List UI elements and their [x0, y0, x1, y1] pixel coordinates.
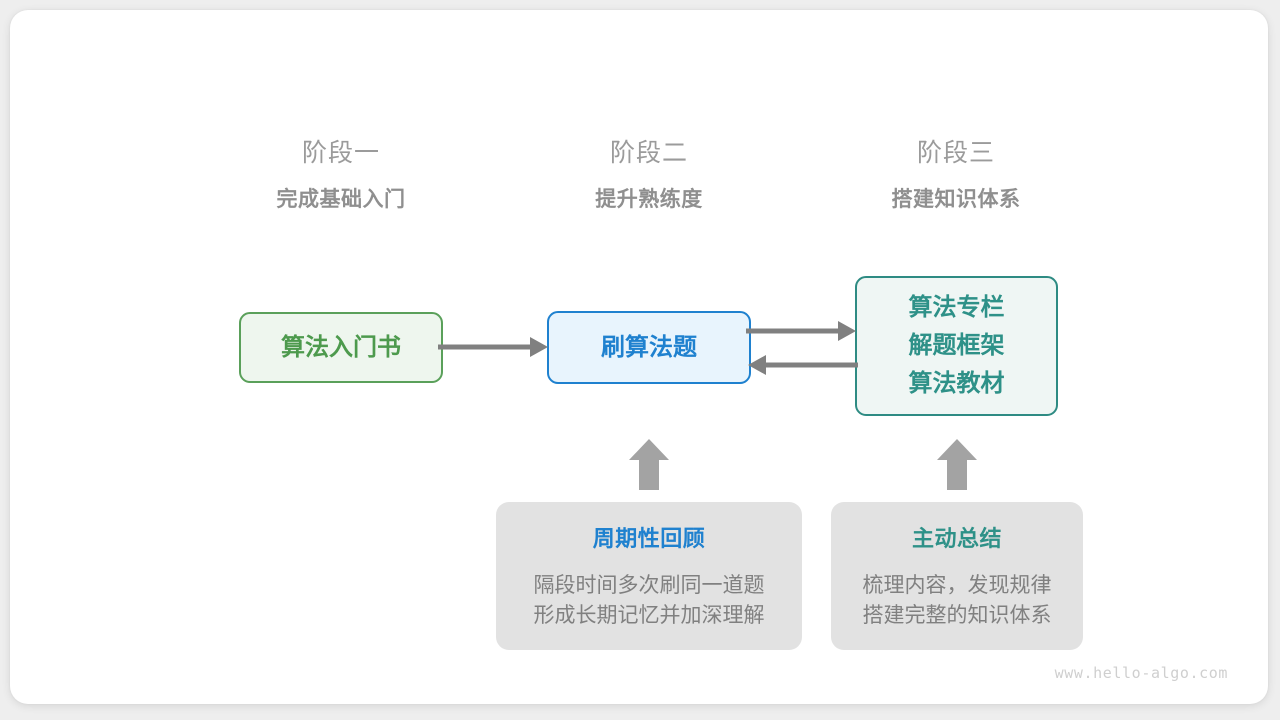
- diagram-card: 阶段一 完成基础入门 阶段二 提升熟练度 阶段三 搭建知识体系 算法入门书 刷算…: [10, 10, 1268, 704]
- tip-card-active-summary: 主动总结 梳理内容，发现规律 搭建完整的知识体系: [831, 502, 1083, 650]
- tip-card-periodic-review-body-line-2: 形成长期记忆并加深理解: [533, 604, 765, 627]
- stage-2-number: 阶段二: [609, 139, 688, 167]
- tip-card-periodic-review: 周期性回顾 隔段时间多次刷同一道题 形成长期记忆并加深理解: [496, 502, 802, 650]
- tip-card-periodic-review-body: 隔段时间多次刷同一道题 形成长期记忆并加深理解: [534, 571, 765, 631]
- flow-box-resources-line-3: 算法教材: [908, 370, 1005, 397]
- tip-card-active-summary-body-line-1: 梳理内容，发现规律: [862, 574, 1052, 597]
- flow-box-resources: 算法专栏 解题框架 算法教材: [855, 276, 1058, 416]
- flow-box-resources-line-1: 算法专栏: [908, 294, 1005, 321]
- tip-card-active-summary-title: 主动总结: [911, 526, 1002, 551]
- tip-card-periodic-review-body-line-1: 隔段时间多次刷同一道题: [533, 574, 765, 597]
- arrow-resources-to-practice-icon: [748, 355, 858, 375]
- flow-box-intro-book-label: 算法入门书: [281, 334, 401, 361]
- tip-card-periodic-review-title: 周期性回顾: [592, 526, 706, 551]
- flow-box-resources-line-2: 解题框架: [908, 332, 1005, 359]
- stage-1-subtitle: 完成基础入门: [276, 188, 406, 211]
- tip-card-active-summary-body-line-2: 搭建完整的知识体系: [862, 604, 1052, 627]
- flow-box-practice-problems-label: 刷算法题: [601, 334, 697, 361]
- block-arrow-up-review-icon: [629, 439, 669, 490]
- stage-2-subtitle: 提升熟练度: [595, 188, 703, 211]
- stage-header-3: 阶段三 搭建知识体系: [846, 136, 1066, 216]
- tip-card-active-summary-body: 梳理内容，发现规律 搭建完整的知识体系: [863, 571, 1052, 631]
- arrow-practice-to-resources-icon: [746, 321, 856, 341]
- flow-box-intro-book: 算法入门书: [239, 312, 443, 383]
- stage-3-subtitle: 搭建知识体系: [891, 188, 1021, 211]
- stage-header-1: 阶段一 完成基础入门: [231, 136, 451, 216]
- stage-3-number: 阶段三: [916, 139, 995, 167]
- block-arrow-up-summary-icon: [937, 439, 977, 490]
- stage-header-2: 阶段二 提升熟练度: [539, 136, 759, 216]
- stage-1-number: 阶段一: [301, 139, 380, 167]
- watermark: www.hello-algo.com: [1054, 664, 1228, 682]
- arrow-book-to-practice-icon: [438, 337, 548, 357]
- flow-box-practice-problems: 刷算法题: [547, 311, 751, 384]
